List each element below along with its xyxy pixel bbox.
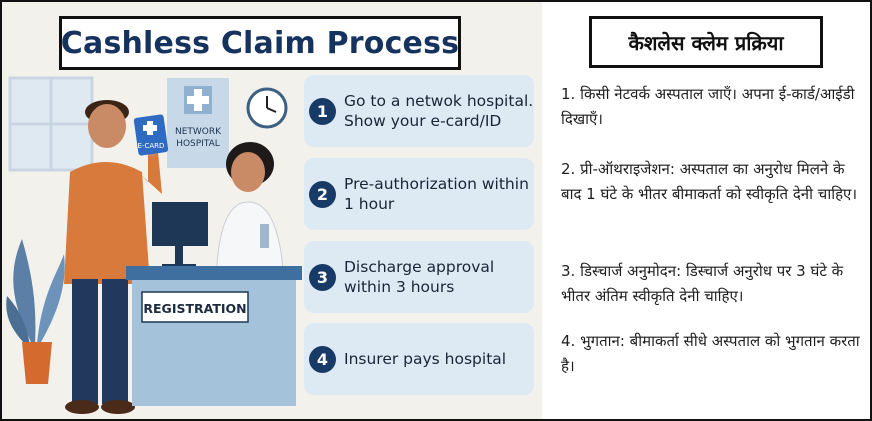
potted-plant [6, 239, 65, 384]
step-number: 2 [309, 180, 336, 208]
hindi-step-3: 3. डिस्चार्ज अनुमोदन: डिस्चार्ज अनुरोध प… [561, 262, 844, 305]
step-text: Discharge approval within 3 hours [344, 258, 495, 296]
step-1-card: 1 Go to a netwok hospital. Show your e-c… [304, 75, 534, 147]
step-4-card: 4 Insurer pays hospital [304, 323, 534, 395]
hindi-title: कैशलेस क्लेम प्रक्रिया [589, 16, 823, 68]
registration-desk: REGISTRATION [126, 266, 302, 406]
computer-monitor-icon [152, 202, 208, 270]
step-number: 4 [309, 345, 336, 373]
page-title: Cashless Claim Process [60, 25, 460, 61]
title-box: Cashless Claim Process [59, 16, 461, 70]
doctor-woman [215, 142, 285, 285]
step-3-card: 3 Discharge approval within 3 hours [304, 241, 534, 313]
step-number: 3 [309, 263, 336, 291]
step-text: Go to a netwok hospital. Show your e-car… [344, 92, 534, 130]
e-card-icon: E-CARD [133, 114, 169, 156]
hindi-step-2: 2. प्री-ऑथराइजेशन: अस्पताल का अनुरोध मिल… [561, 160, 858, 203]
step-text: Pre-authorization within 1 hour [344, 175, 529, 213]
step-number: 1 [309, 97, 336, 125]
step-text: Insurer pays hospital [344, 350, 507, 368]
hindi-step-1: 1. किसी नेटवर्क अस्पताल जाएँ। अपना ई-कार… [561, 85, 855, 128]
e-card-label: E-CARD [138, 142, 165, 150]
registration-label: REGISTRATION [143, 301, 246, 316]
clock-icon [246, 87, 288, 129]
hospital-illustration: NETWORK HOSPITAL [6, 76, 302, 414]
hindi-panel: कैशलेस क्लेम प्रक्रिया 1. किसी नेटवर्क अ… [542, 2, 870, 419]
network-hospital-sign: NETWORK HOSPITAL [167, 78, 229, 168]
sign-line-1: NETWORK [175, 127, 222, 137]
english-panel: Cashless Claim Process NETWORK HOSPITAL [2, 2, 542, 419]
hindi-step-4: 4. भुगतान: बीमाकर्ता सीधे अस्पताल को भुग… [561, 332, 860, 375]
step-2-card: 2 Pre-authorization within 1 hour [304, 158, 534, 230]
sign-line-2: HOSPITAL [176, 139, 220, 149]
